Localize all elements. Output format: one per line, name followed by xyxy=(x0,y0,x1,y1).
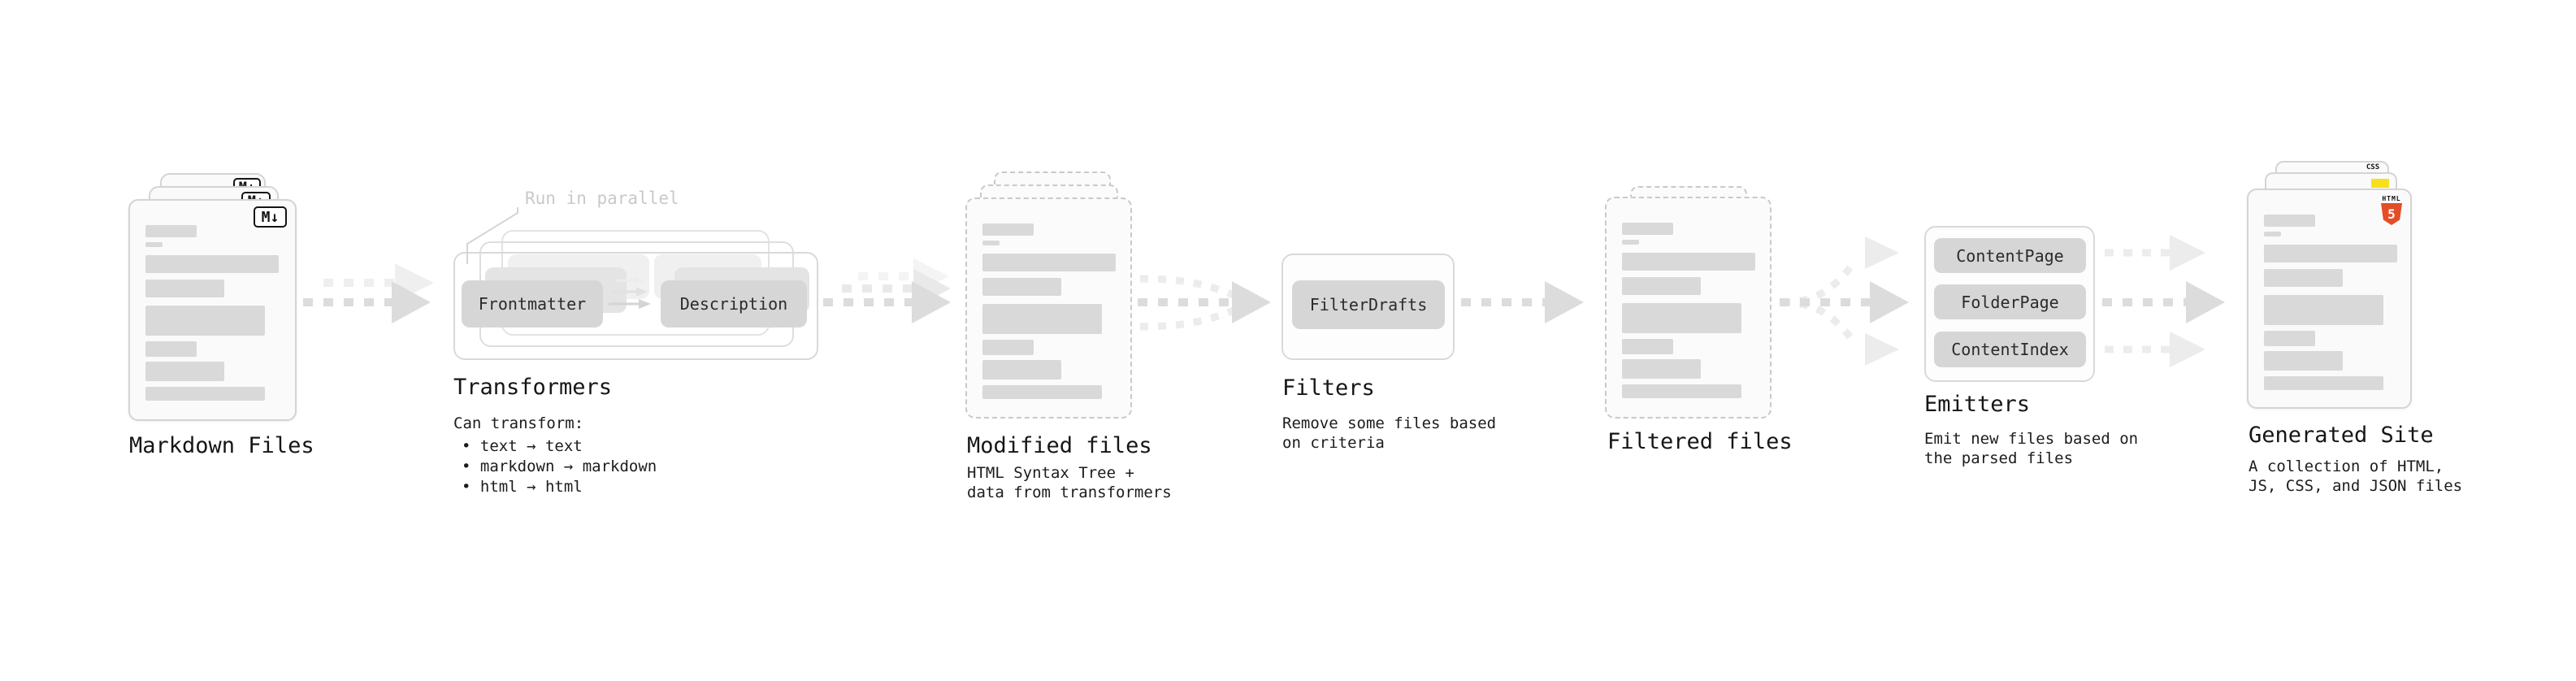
markdown-icon: M↓ xyxy=(254,206,287,228)
html5-icon: HTML 5 xyxy=(2380,195,2403,225)
filter-filterdrafts: FilterDrafts xyxy=(1292,280,1445,329)
modified-file-card-front xyxy=(965,197,1132,419)
emitter-contentindex: ContentIndex xyxy=(1934,332,2086,367)
transformer-frame-front xyxy=(453,252,818,360)
arrow-filtered-to-emitters-icon xyxy=(1780,236,1909,366)
bullet-item: • html → html xyxy=(462,478,583,496)
transformers-label: Transformers xyxy=(453,375,613,400)
generated-site-label: Generated Site xyxy=(2249,423,2434,448)
js-icon xyxy=(2371,179,2389,188)
filtered-files-label: Filtered files xyxy=(1607,429,1793,454)
markdown-files-label: Markdown Files xyxy=(129,433,314,458)
markdown-file-card-front: M↓ xyxy=(128,199,297,421)
document-text-placeholder xyxy=(2249,190,2410,407)
filtered-file-card-front xyxy=(1605,197,1772,419)
arrow-transformers-to-modified-icon xyxy=(823,258,951,323)
filters-label: Filters xyxy=(1282,375,1375,401)
document-text-placeholder xyxy=(130,201,295,419)
emitter-contentpage: ContentPage xyxy=(1934,238,2086,273)
run-in-parallel-annotation: Run in parallel xyxy=(525,189,679,208)
emitters-label: Emitters xyxy=(1924,392,2031,417)
arrow-modified-to-filters-icon xyxy=(1138,275,1271,331)
modified-files-label: Modified files xyxy=(967,433,1152,458)
emitter-folderpage: FolderPage xyxy=(1934,284,2086,319)
site-file-card-front: HTML 5 xyxy=(2247,189,2412,409)
transformer-frontmatter: Frontmatter xyxy=(462,280,603,327)
bullet-item: • text → text xyxy=(462,437,583,455)
arrow-filters-to-filtered-icon xyxy=(1461,281,1584,323)
parallel-arrows-icon xyxy=(609,275,651,309)
transformers-bullet-list: • text → text • markdown → markdown • ht… xyxy=(462,436,657,497)
document-text-placeholder xyxy=(967,199,1130,417)
emitters-caption: Emit new files based on the parsed files xyxy=(1924,430,2139,467)
arrow-emitters-to-site-icon xyxy=(2102,235,2225,367)
document-text-placeholder xyxy=(1607,198,1770,417)
bullet-item: • markdown → markdown xyxy=(462,458,657,475)
arrow-markdown-to-transformers-icon xyxy=(303,263,434,323)
modified-files-caption: HTML Syntax Tree + data from transformer… xyxy=(967,464,1172,501)
transformers-caption-title: Can transform: xyxy=(453,414,584,432)
filters-caption: Remove some files based on criteria xyxy=(1282,414,1497,452)
generated-site-caption: A collection of HTML, JS, CSS, and JSON … xyxy=(2249,458,2463,495)
transformer-description: Description xyxy=(661,280,807,327)
annotation-connector-line xyxy=(466,207,518,264)
